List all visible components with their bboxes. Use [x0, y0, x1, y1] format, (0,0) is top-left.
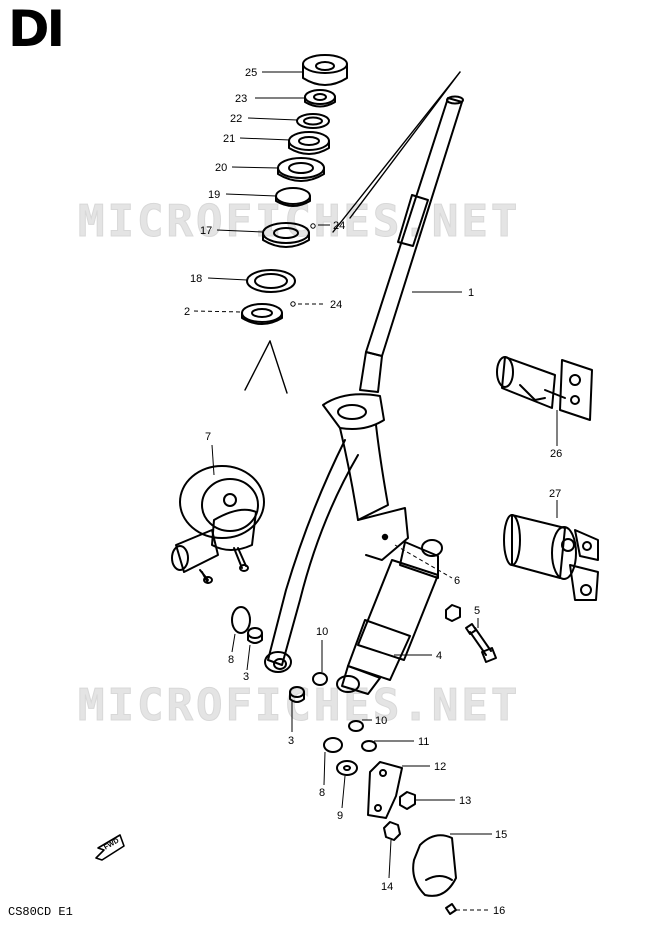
callout-6: 6 [454, 575, 460, 587]
part-10-washer-lower [348, 720, 364, 732]
part-26-steering-lock [496, 356, 593, 421]
callout-19: 19 [208, 189, 220, 201]
callout-26: 26 [550, 448, 562, 460]
callout-10-lower: 10 [375, 715, 387, 727]
callout-22: 22 [230, 113, 242, 125]
part-1-steering-stem [264, 95, 464, 673]
part-8-o-ring-lower [323, 737, 343, 753]
callout-7: 7 [205, 431, 211, 443]
part-18-ring [246, 269, 296, 293]
part-27-lock-with-key [503, 514, 599, 601]
part-5-bolt [465, 623, 497, 663]
callout-24-upper: 24 [333, 220, 345, 232]
part-20-bearing [277, 157, 325, 182]
part-2-bearing [241, 303, 283, 325]
callout-17: 17 [200, 225, 212, 237]
part-3-collar-upper [247, 627, 263, 644]
part-8-o-ring-upper [231, 606, 251, 634]
part-12-bracket [367, 761, 403, 819]
part-7-speedometer-gearbox [171, 465, 265, 584]
callout-24-lower: 24 [330, 299, 342, 311]
part-17-bearing [262, 222, 310, 248]
part-14-nut [383, 821, 401, 841]
callout-10-upper: 10 [316, 626, 328, 638]
callout-27: 27 [549, 488, 561, 500]
callout-20: 20 [215, 162, 227, 174]
callout-3-upper: 3 [243, 671, 249, 683]
front-direction-arrow [95, 834, 125, 861]
part-22-washer [296, 113, 330, 129]
callout-8-lower: 8 [319, 787, 325, 799]
callout-11: 11 [418, 736, 429, 748]
callout-21: 21 [223, 133, 235, 145]
callout-13: 13 [459, 795, 471, 807]
callout-15: 15 [495, 829, 507, 841]
part-4-shock-absorber [336, 539, 443, 695]
leader-lines [193, 71, 558, 911]
callout-12: 12 [434, 761, 446, 773]
callout-16: 16 [493, 905, 505, 917]
part-3-collar-lower [289, 686, 305, 703]
section-label: DI [8, 0, 65, 58]
callout-8-upper: 8 [228, 654, 234, 666]
callout-4: 4 [436, 650, 442, 662]
part-10-washer-upper [312, 672, 328, 686]
callout-18: 18 [190, 273, 202, 285]
callout-2: 2 [184, 306, 190, 318]
part-15-cover [412, 834, 457, 897]
callout-3-lower: 3 [288, 735, 294, 747]
part-6-nut [445, 604, 461, 622]
part-13-nut [399, 791, 416, 810]
watermark-bottom: MICROFICHES.NET [77, 680, 521, 732]
callout-9: 9 [337, 810, 343, 822]
part-16-screw [445, 903, 457, 915]
part-25-nut [302, 54, 348, 86]
part-11-washer [361, 740, 377, 752]
part-21-race [288, 131, 330, 155]
part-9-washer [336, 760, 358, 776]
model-code: CS80CD E1 [8, 905, 73, 919]
callout-14: 14 [381, 881, 393, 893]
callout-5: 5 [474, 605, 480, 617]
part-23-lock-nut [304, 89, 336, 108]
part-19-race [275, 187, 311, 207]
callout-numbers: 25 23 22 21 20 19 17 24 18 2 24 1 7 26 2… [103, 67, 562, 917]
callout-25: 25 [245, 67, 257, 79]
callout-1: 1 [468, 287, 474, 299]
callout-23: 23 [235, 93, 247, 105]
